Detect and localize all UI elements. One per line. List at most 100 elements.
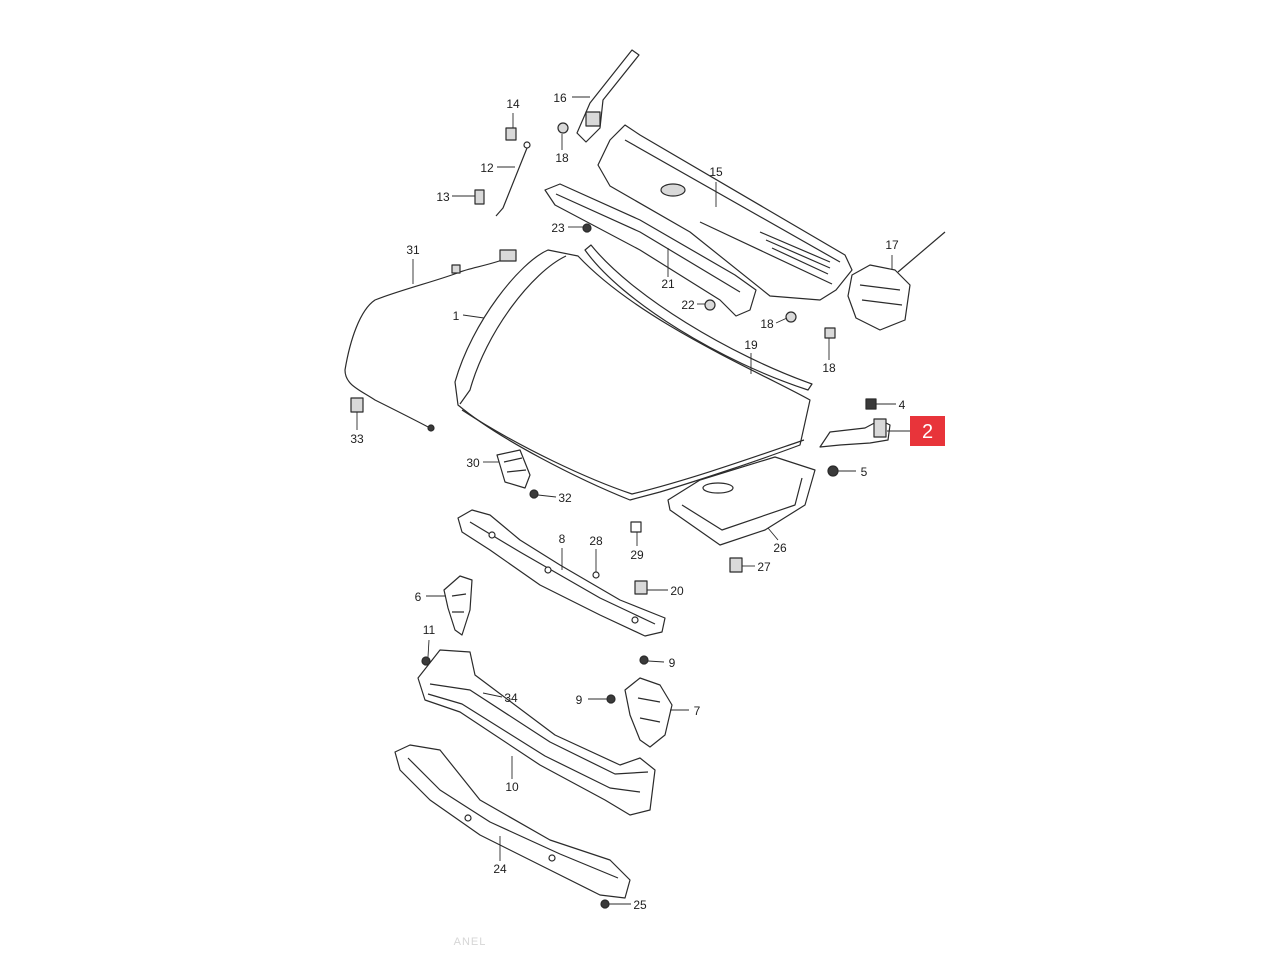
part-upper-support: [457, 509, 666, 637]
crossmember-outline: [394, 744, 631, 899]
leader-34: [482, 692, 503, 698]
callout-10: 10: [505, 780, 519, 794]
upper-support-inner: [469, 521, 656, 625]
callout-24: 24: [493, 862, 507, 876]
side-bracket-body: [443, 575, 473, 636]
callout-labels: 14 16 18 12 13 15 23 17 31 21 22 18 18 1…: [350, 91, 905, 912]
selected-part-callout: 2: [910, 416, 945, 446]
callout-12: 12: [480, 161, 494, 175]
part-release-cable: [344, 249, 517, 432]
callout-5: 5: [861, 465, 868, 479]
callout-18-top: 18: [555, 151, 569, 165]
cap-body: [630, 521, 642, 533]
callout-9-upper: 9: [669, 656, 676, 670]
callout-4: 4: [899, 398, 906, 412]
part-nut-18-top: [557, 122, 569, 134]
watermark-text: ANEL: [454, 936, 487, 948]
callout-21: 21: [661, 277, 675, 291]
cowl-panel-opening: [660, 183, 686, 197]
prop-rod-line: [495, 147, 528, 217]
upper-support-hole-b: [544, 566, 552, 574]
release-cable-line: [344, 257, 509, 429]
part-lower-crossmember: [394, 744, 631, 899]
part-side-bracket-right: [624, 677, 673, 748]
hood-outline: [454, 249, 811, 501]
part-clip-33: [350, 397, 364, 413]
callout-16: 16: [553, 91, 567, 105]
bolt-head: [421, 656, 431, 666]
hood-seal-strip: [584, 244, 813, 391]
bolt-head: [606, 694, 616, 704]
part-clip-27: [729, 557, 743, 573]
screw-head: [529, 489, 539, 499]
callout-30: 30: [466, 456, 480, 470]
prop-rod-end: [523, 141, 531, 149]
part-cowl-bracket: [544, 183, 757, 317]
screw-head: [582, 223, 592, 233]
release-cable-clip: [451, 264, 461, 274]
callout-33: 33: [350, 432, 364, 446]
callout-20: 20: [670, 584, 684, 598]
part-cap-29: [630, 521, 642, 533]
side-bracket-detail: [637, 697, 661, 723]
cowl-panel-grille: [759, 231, 831, 275]
callout-9-lower: 9: [576, 693, 583, 707]
nut-body: [557, 122, 569, 134]
wiper-arm-hub: [585, 111, 601, 127]
part-hood-prop-rod: [495, 141, 531, 217]
clip-body: [350, 397, 364, 413]
clip-body: [505, 127, 517, 141]
part-screw-23: [582, 223, 592, 233]
part-cowl-panel: [597, 124, 853, 301]
cowl-panel-ridge: [624, 139, 841, 263]
callout-23: 23: [551, 221, 565, 235]
part-clip-13: [474, 189, 485, 205]
callout-6: 6: [415, 590, 422, 604]
part-screw-32: [529, 489, 539, 499]
callout-31: 31: [406, 243, 420, 257]
release-cable-end: [427, 424, 435, 432]
callout-26: 26: [773, 541, 787, 555]
latch-body: [496, 449, 531, 489]
reinforcement-lower-edge: [427, 693, 641, 793]
callout-13: 13: [436, 190, 450, 204]
clip-body: [474, 189, 485, 205]
leader-11: [427, 639, 430, 658]
leader-1: [462, 314, 485, 319]
part-hood-seal: [584, 244, 813, 391]
part-bumper-reinforcement: [417, 649, 656, 816]
part-bolt-9-upper: [639, 655, 649, 665]
wiper-motor-linkage: [897, 231, 946, 273]
wiper-motor-housing: [847, 264, 911, 331]
callout-32: 32: [558, 491, 572, 505]
upper-support-hole-a: [488, 531, 496, 539]
release-cable-connector: [499, 249, 517, 262]
selected-part-number: 2: [922, 421, 933, 443]
part-wiper-motor: [847, 231, 946, 331]
hood-fold-line: [459, 255, 567, 405]
callout-18-mid: 18: [760, 317, 774, 331]
side-bracket-body: [624, 677, 673, 748]
part-clip-14: [505, 127, 517, 141]
nut-body: [785, 311, 797, 323]
selected-part-badge: [910, 416, 945, 446]
part-hood-hinge: [819, 418, 891, 448]
leader-9-upper: [647, 660, 665, 663]
crossmember-inner: [407, 757, 619, 879]
part-pin-28: [592, 571, 600, 579]
part-clip-22: [704, 299, 716, 311]
leader-18-mid: [775, 317, 788, 324]
callout-22: 22: [681, 298, 695, 312]
part-stop-20: [634, 580, 648, 595]
insulator-outline: [667, 456, 816, 546]
part-hood-latch: [496, 449, 531, 489]
bolt-head: [827, 465, 839, 477]
crossmember-hole-a: [464, 814, 472, 822]
bolt-head: [600, 899, 610, 909]
cowl-panel-edge: [699, 221, 833, 285]
part-side-bracket-left: [443, 575, 473, 636]
callout-1: 1: [453, 309, 460, 323]
stop-body: [634, 580, 648, 595]
clip-body: [729, 557, 743, 573]
